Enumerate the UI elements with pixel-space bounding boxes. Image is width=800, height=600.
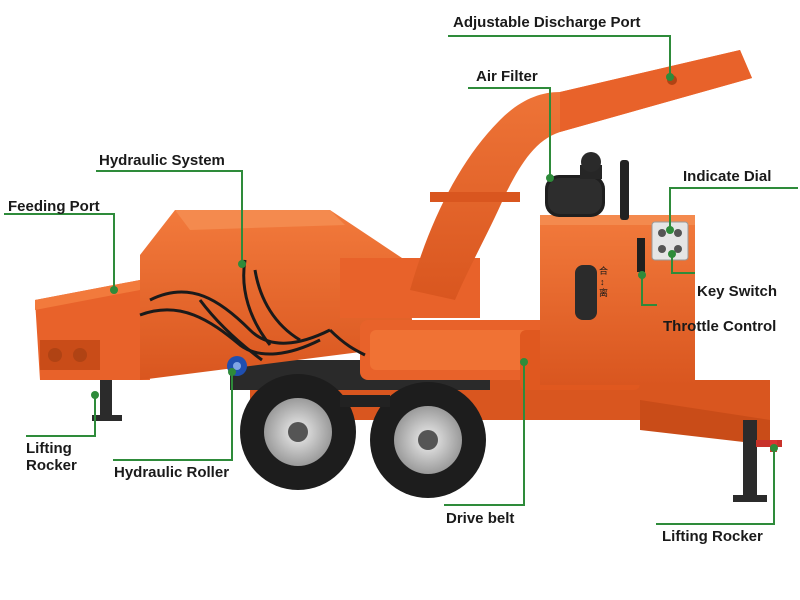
leader-feeding-port xyxy=(4,213,115,290)
leader-dots xyxy=(91,73,778,452)
label-adjustable-discharge-port: Adjustable Discharge Port xyxy=(453,14,641,31)
right-wheel xyxy=(370,382,486,498)
left-wheel xyxy=(240,374,356,490)
label-drive-belt: Drive belt xyxy=(446,510,515,527)
label-hydraulic-system: Hydraulic System xyxy=(99,152,225,169)
label-key-switch: Key Switch xyxy=(697,283,778,300)
exhaust-pipe xyxy=(620,160,629,220)
leader-air-filter xyxy=(468,87,551,178)
leader-hydraulic-roller xyxy=(113,372,233,461)
feeding-hopper xyxy=(35,280,150,380)
panel-glyph-arrow: ↕ xyxy=(600,277,605,287)
leader-discharge-port xyxy=(448,35,671,77)
label-throttle-control: Throttle Control xyxy=(663,318,777,335)
panel-glyph-bottom: 离 xyxy=(599,288,609,298)
axle-bar xyxy=(340,395,390,407)
label-hydraulic-roller: Hydraulic Roller xyxy=(114,464,230,481)
label-lifting-rocker-right: Lifting Rocker xyxy=(662,528,763,545)
label-lifting-rocker-left-line1: Lifting xyxy=(26,440,72,457)
label-lifting-rocker-left-line2: Rocker xyxy=(26,457,77,474)
label-air-filter: Air Filter xyxy=(476,68,538,85)
panel-glyph-top: 合 xyxy=(599,266,609,276)
leader-lifting-rocker-left xyxy=(26,395,96,437)
leader-drive-belt xyxy=(444,362,525,506)
label-feeding-port: Feeding Port xyxy=(8,198,100,215)
leader-lifting-rocker-right xyxy=(656,448,775,525)
leader-indicate-dial xyxy=(669,187,798,230)
label-indicate-dial: Indicate Dial xyxy=(683,168,772,185)
leader-key-switch xyxy=(671,254,695,274)
air-filter xyxy=(545,152,605,217)
leader-lines xyxy=(4,35,798,525)
leader-hydraulic-system xyxy=(96,170,243,264)
leader-throttle-control xyxy=(641,275,657,306)
hydraulic-hoses xyxy=(139,259,366,362)
